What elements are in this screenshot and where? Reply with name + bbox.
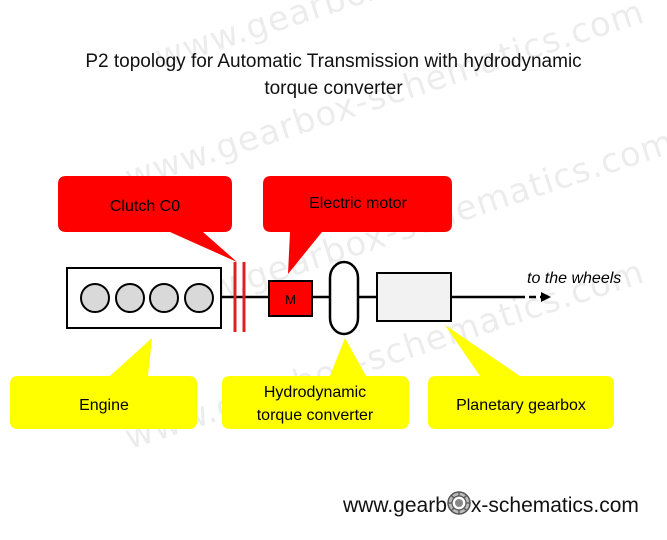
footer-url-right: x-schematics.com — [470, 494, 639, 517]
callout-engine: Engine — [10, 338, 197, 429]
engine-cylinder — [149, 283, 179, 313]
torque-converter — [328, 260, 360, 336]
callout-motor-label: Electric motor — [309, 195, 407, 212]
footer-url-left: www.gearb — [343, 494, 447, 517]
planetary-gearbox — [376, 272, 452, 322]
callout-engine-label: Engine — [79, 397, 129, 414]
callout-gearbox: Planetary gearbox — [428, 325, 614, 429]
engine-block — [66, 267, 222, 329]
callout-clutch: Clutch C0 — [58, 176, 237, 262]
engine-cylinder — [80, 283, 110, 313]
callout-motor: Electric motor — [263, 176, 452, 274]
callout-gearbox-label: Planetary gearbox — [456, 397, 586, 414]
electric-motor — [268, 280, 313, 317]
gear-icon — [446, 490, 472, 522]
output-label: to the wheels — [527, 270, 621, 287]
motor-symbol: M — [285, 292, 296, 307]
callout-clutch-label: Clutch C0 — [110, 198, 180, 215]
callout-converter-line1: Hydrodynamic — [264, 384, 366, 401]
title-line-2: torque converter — [264, 78, 403, 99]
output-arrow — [518, 292, 551, 302]
title-line-1: P2 topology for Automatic Transmission w… — [85, 51, 582, 72]
clutch-c0 — [233, 262, 246, 332]
diagram-title: P2 topology for Automatic Transmission w… — [0, 48, 667, 102]
callout-converter-line2: torque converter — [257, 407, 374, 424]
engine-cylinder — [184, 283, 214, 313]
engine-cylinder — [115, 283, 145, 313]
callout-converter: Hydrodynamic torque converter — [222, 338, 409, 429]
footer-url: www.gearb x-schematics.com — [343, 490, 639, 522]
